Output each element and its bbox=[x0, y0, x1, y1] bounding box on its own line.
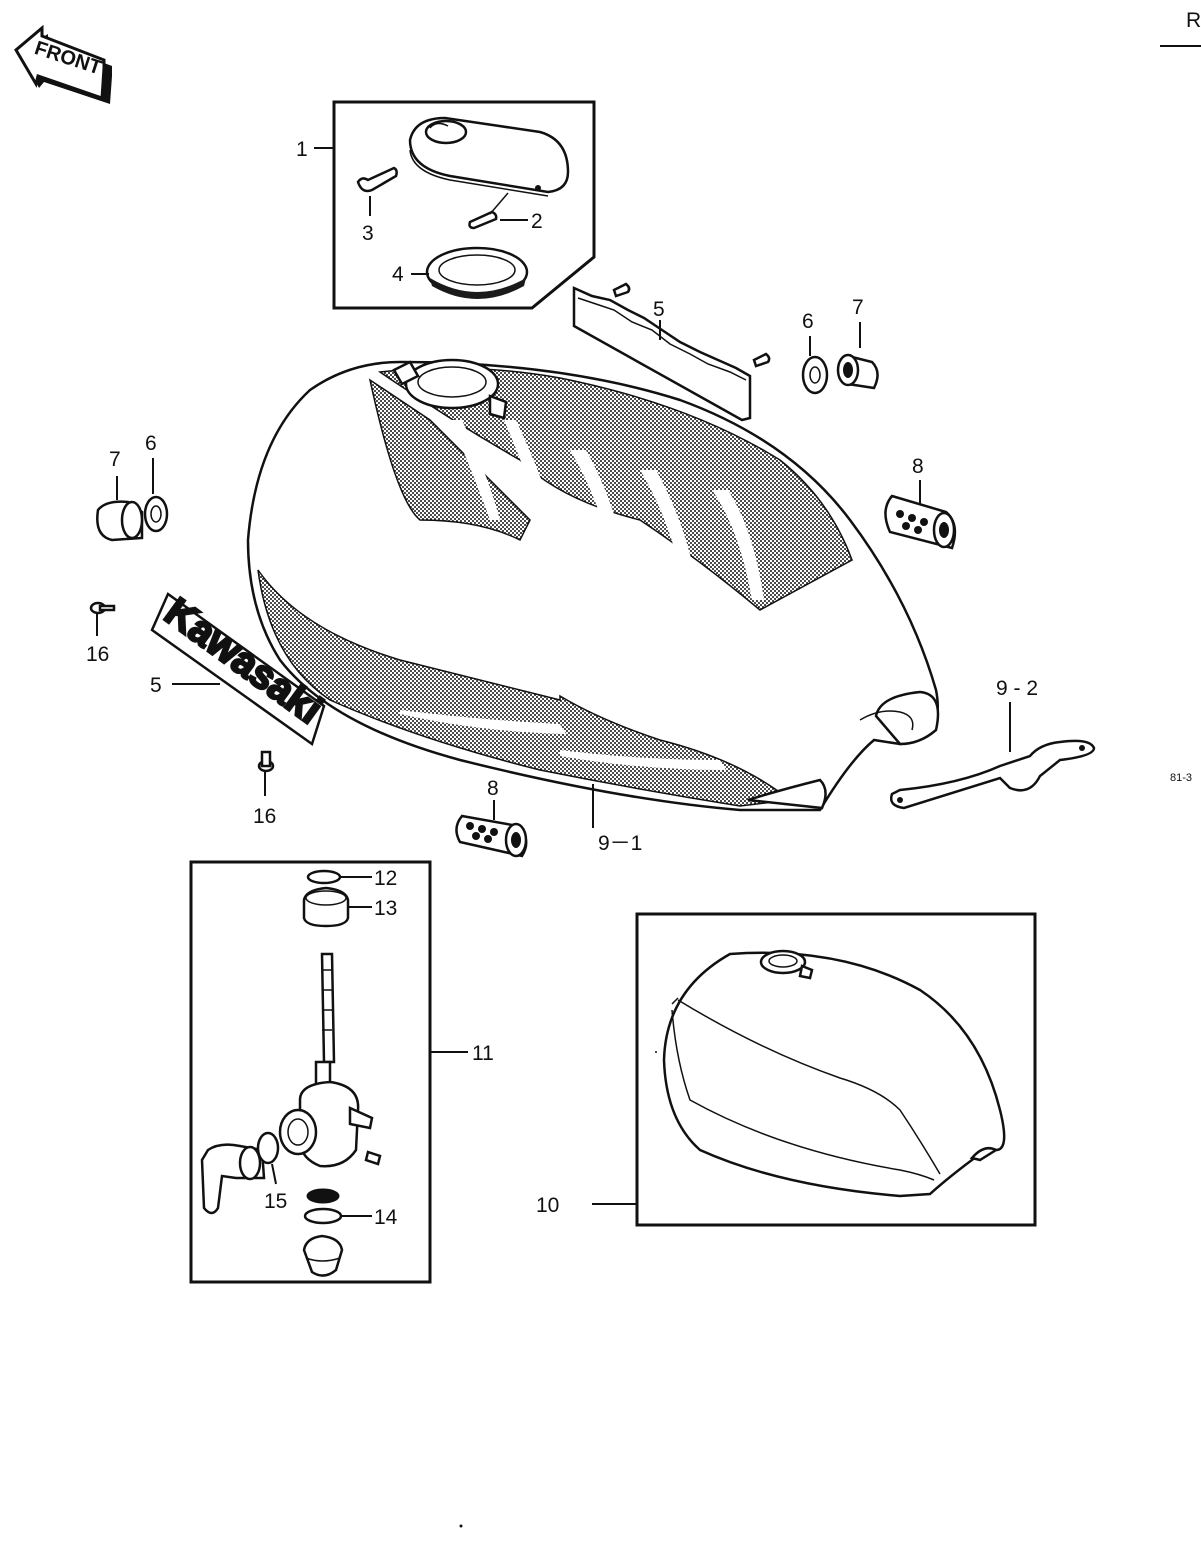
callout-16-upper: 16 bbox=[86, 643, 109, 666]
left-washer-icon bbox=[143, 495, 169, 533]
callout-16-lower: 16 bbox=[253, 805, 276, 828]
right-rubber-cushion-icon bbox=[836, 353, 879, 390]
alternate-fuel-tank-box bbox=[635, 912, 1037, 1227]
callout-6-left: 6 bbox=[145, 432, 157, 455]
fuel-tank-alternate-icon bbox=[662, 949, 1006, 1198]
callout-9-1: 9－1 bbox=[598, 832, 642, 855]
callout-10: 9 - 2 bbox=[996, 677, 1038, 700]
side-code: 81-3 bbox=[1170, 772, 1192, 784]
fuel-tap-strainer-pipe-icon bbox=[320, 952, 336, 1064]
callout-4: 4 bbox=[392, 263, 404, 286]
callout-15: 15 bbox=[264, 1190, 287, 1213]
callout-7-right: 7 bbox=[852, 296, 864, 319]
emblem-screw-lower-icon bbox=[257, 750, 275, 773]
callout-1: 1 bbox=[296, 138, 308, 161]
callout-14: 14 bbox=[374, 1206, 398, 1229]
fuel-tap-body-icon bbox=[278, 1060, 382, 1168]
emblem-screw-upper-icon bbox=[89, 601, 116, 615]
left-rubber-cushion-icon bbox=[96, 500, 144, 542]
fuel-tap-seal-icon bbox=[303, 1188, 343, 1225]
corner-mark: R bbox=[1186, 9, 1201, 32]
fuel-tap-lever-o-ring-icon bbox=[256, 1131, 280, 1165]
fuel-tank-main-icon bbox=[246, 358, 940, 812]
fuel-tap-assembly-box bbox=[189, 860, 432, 1284]
callout-7-left: 7 bbox=[109, 448, 121, 471]
callout-8-lower: 8 bbox=[487, 777, 499, 800]
callout-12: 12 bbox=[374, 867, 397, 890]
fuel-tap-nut-icon bbox=[302, 886, 350, 928]
emblem-bracket-icon bbox=[572, 282, 771, 422]
rubber-damper-right-icon bbox=[884, 494, 957, 550]
callout-2: 2 bbox=[531, 210, 543, 233]
callout-5-upper: 5 bbox=[653, 298, 665, 321]
front-direction-arrow-icon: FRONT bbox=[14, 24, 112, 104]
tank-mounting-bracket-icon bbox=[890, 739, 1096, 810]
callout-3: 3 bbox=[362, 222, 374, 245]
scan-speck-2 bbox=[655, 1051, 657, 1053]
callout-9-2: 10 bbox=[536, 1194, 559, 1217]
callout-6-right: 6 bbox=[802, 310, 814, 333]
cap-hinge-pin-icon bbox=[356, 166, 398, 193]
callout-13: 13 bbox=[374, 897, 397, 920]
right-washer-icon bbox=[801, 355, 829, 395]
cap-lock-pin-icon bbox=[468, 210, 498, 230]
callout-8-right: 8 bbox=[912, 455, 924, 478]
fuel-cap-assembly-box bbox=[332, 100, 596, 310]
fuel-tap-lever-icon bbox=[200, 1143, 266, 1215]
fuel-tap-o-ring-icon bbox=[306, 869, 342, 885]
cap-gasket-icon bbox=[425, 246, 529, 299]
callout-11: 11 bbox=[472, 1042, 494, 1065]
fuel-cap-lid-icon bbox=[408, 116, 570, 197]
fuel-tap-sediment-bowl-icon bbox=[302, 1234, 344, 1277]
scan-speck bbox=[459, 1524, 463, 1528]
callout-5-lower: 5 bbox=[150, 674, 162, 697]
rubber-damper-lower-icon bbox=[455, 814, 528, 858]
